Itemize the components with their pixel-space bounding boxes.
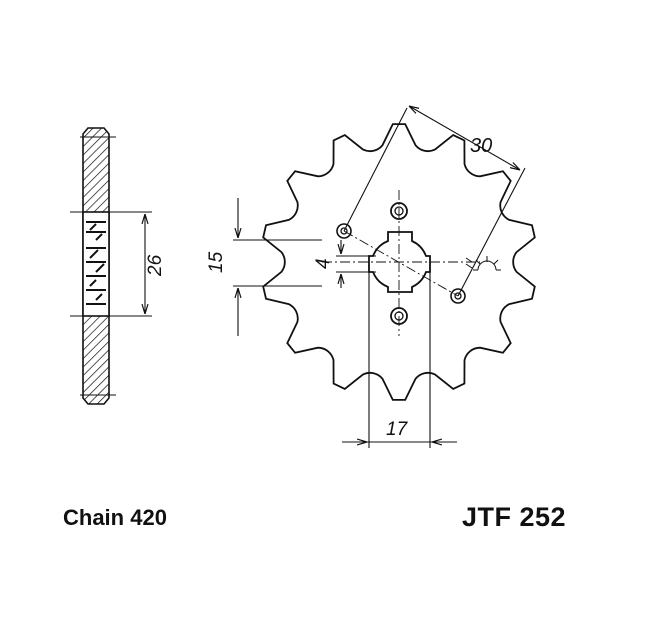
lightening-hole-left-inner — [340, 227, 348, 235]
bolt-hole-bottom — [390, 307, 408, 325]
lightening-hole-left — [336, 223, 352, 239]
centre-symbol — [465, 256, 501, 271]
dim-4-label: 4 — [313, 258, 334, 269]
dim-26-label: 26 — [145, 254, 166, 277]
side-view-hub-band — [83, 212, 109, 316]
dim-30-lines — [343, 106, 526, 297]
side-view — [70, 127, 152, 405]
sprocket-outline — [262, 123, 536, 401]
front-view — [233, 106, 526, 448]
side-view-hub-marks — [86, 221, 106, 305]
dim-15-lines — [233, 198, 322, 336]
chain-size-label: Chain 420 — [63, 505, 167, 530]
splined-bore — [368, 231, 431, 293]
dim-17-label: 17 — [386, 419, 409, 440]
dim-26-lines — [70, 136, 152, 396]
dim-4-lines — [336, 240, 376, 288]
lightening-hole-right-inner — [454, 292, 462, 300]
dim-17-lines — [342, 272, 457, 448]
bolt-hole-top-inner — [394, 206, 404, 216]
part-number-label: JTF 252 — [462, 502, 567, 532]
dim-15-label: 15 — [206, 251, 227, 273]
bolt-hole-top — [390, 202, 408, 220]
bolt-hole-bottom-inner — [394, 311, 404, 321]
lightening-hole-right — [450, 288, 466, 304]
dim-30-label: 30 — [470, 135, 492, 157]
